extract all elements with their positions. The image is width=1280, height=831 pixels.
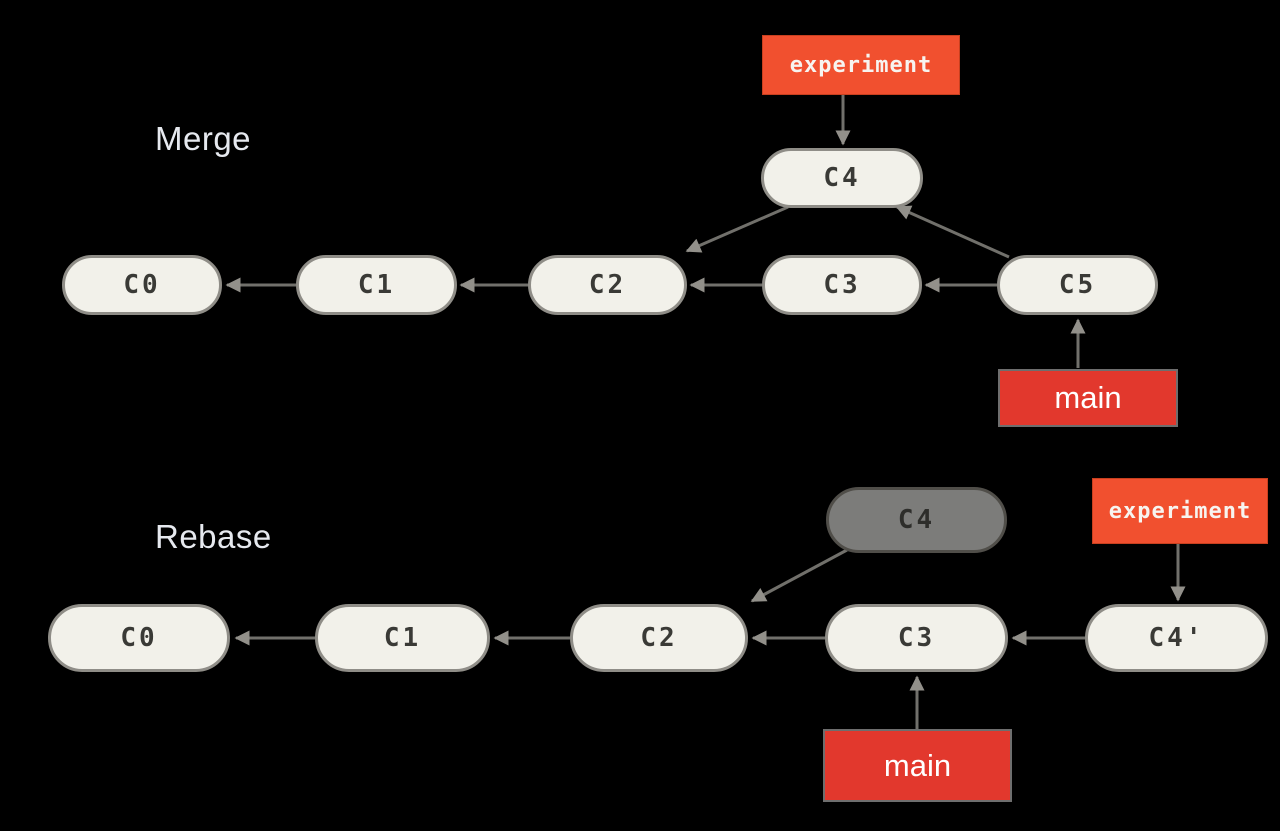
- arrow-rebase-c4-old-to-c2: [750, 548, 848, 603]
- branch-label-rebase-main: main: [823, 729, 1012, 802]
- commit-label: C0: [120, 623, 158, 653]
- commit-label: C4: [897, 505, 936, 535]
- section-title-rebase: Rebase: [155, 518, 272, 555]
- commit-label: C4': [1148, 623, 1205, 653]
- commit-label: C2: [588, 270, 627, 300]
- branch-label-rebase-experiment: experiment: [1092, 478, 1268, 544]
- commit-node-merge-c5: C5: [997, 255, 1158, 315]
- branch-label-text: experiment: [1108, 498, 1252, 524]
- commit-label: C3: [823, 270, 861, 300]
- branch-label-text: main: [1054, 380, 1122, 415]
- commit-label: C5: [1058, 270, 1097, 300]
- section-title-merge: Merge: [155, 120, 252, 157]
- arrow-merge-c5-to-c4: [895, 205, 1010, 259]
- branch-label-merge-main: main: [998, 369, 1178, 427]
- commit-node-merge-c0: C0: [62, 255, 222, 315]
- commit-node-rebase-c4-new: C4': [1085, 604, 1268, 672]
- branch-label-merge-experiment: experiment: [762, 35, 960, 95]
- commit-node-rebase-c1: C1: [315, 604, 490, 672]
- commit-node-rebase-c4-old: C4: [826, 487, 1007, 553]
- commit-label: C4: [823, 163, 861, 193]
- commit-node-rebase-c0: C0: [48, 604, 230, 672]
- commit-node-rebase-c2: C2: [570, 604, 748, 672]
- branch-label-text: experiment: [789, 52, 933, 78]
- commit-node-merge-c2: C2: [528, 255, 687, 315]
- commit-label: C3: [897, 623, 936, 653]
- commit-label: C2: [640, 623, 678, 653]
- commit-node-merge-c1: C1: [296, 255, 457, 315]
- commit-label: C0: [123, 270, 161, 300]
- commit-node-rebase-c3: C3: [825, 604, 1008, 672]
- commit-node-merge-c4: C4: [761, 148, 923, 208]
- commit-label: C1: [357, 270, 396, 300]
- commit-node-merge-c3: C3: [762, 255, 922, 315]
- branch-label-text: main: [883, 747, 952, 783]
- commit-label: C1: [383, 623, 422, 653]
- arrow-merge-c4-to-c2: [685, 205, 789, 253]
